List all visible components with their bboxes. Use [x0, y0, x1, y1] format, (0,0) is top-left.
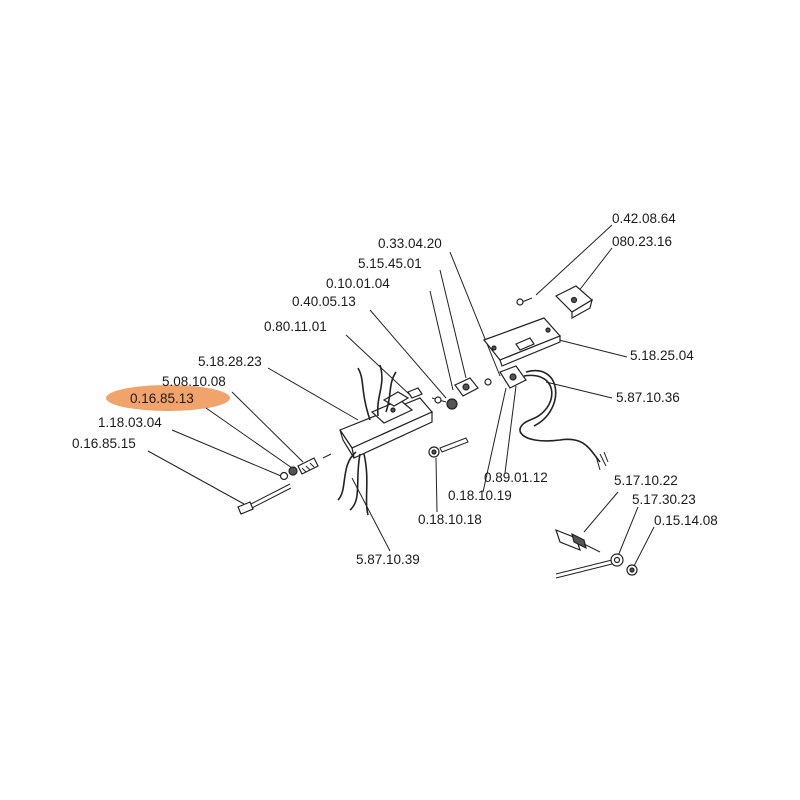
micro-switch-screw [516, 297, 533, 306]
part-label: 0.10.01.04 [326, 276, 390, 291]
nut-part [428, 446, 440, 458]
part-label: 5.87.10.36 [616, 390, 680, 405]
part-label: 0.89.01.12 [484, 470, 548, 485]
part-label: 1.18.03.04 [98, 415, 162, 430]
pin-part [439, 437, 469, 453]
eye-bolt-part [555, 553, 624, 579]
grommet-part [499, 365, 527, 389]
part-label: 5.15.45.01 [358, 256, 422, 271]
part-label: 5.17.10.22 [614, 473, 678, 488]
part-label: 5.18.28.23 [198, 354, 262, 369]
switch-housing-part [339, 364, 433, 459]
micro-switch-part [554, 285, 594, 320]
part-label: 0.80.11.01 [264, 319, 327, 334]
highlight-marker [106, 385, 230, 411]
part-label: 0.15.14.08 [654, 513, 718, 528]
lock-nut-part [626, 564, 638, 576]
wire-harness-left [337, 451, 369, 516]
mounting-plate-part [483, 317, 562, 367]
part-label: 0.33.04.20 [378, 236, 442, 251]
part-label: 080.23.16 [612, 234, 672, 249]
part-label: 0.42.08.64 [612, 211, 676, 226]
part-label: 0.16.85.15 [72, 436, 136, 451]
clamp-part [454, 377, 492, 397]
part-label: 5.08.10.08 [162, 374, 226, 389]
part-label-highlighted: 0.16.85.13 [130, 391, 194, 406]
part-label: 0.18.10.18 [418, 512, 482, 527]
long-screw-part [237, 483, 292, 515]
part-label: 0.18.10.19 [448, 488, 512, 503]
small-screw-part [431, 396, 458, 410]
part-label: 5.18.25.04 [630, 348, 694, 363]
cable-part [519, 369, 609, 471]
adjuster-bolt-part [555, 528, 601, 553]
part-label: 5.87.10.39 [356, 552, 420, 567]
part-label: 5.17.30.23 [632, 492, 696, 507]
spring-washer-set [279, 453, 332, 481]
leader-lines [147, 224, 655, 567]
part-label: 0.40.05.13 [292, 294, 356, 309]
